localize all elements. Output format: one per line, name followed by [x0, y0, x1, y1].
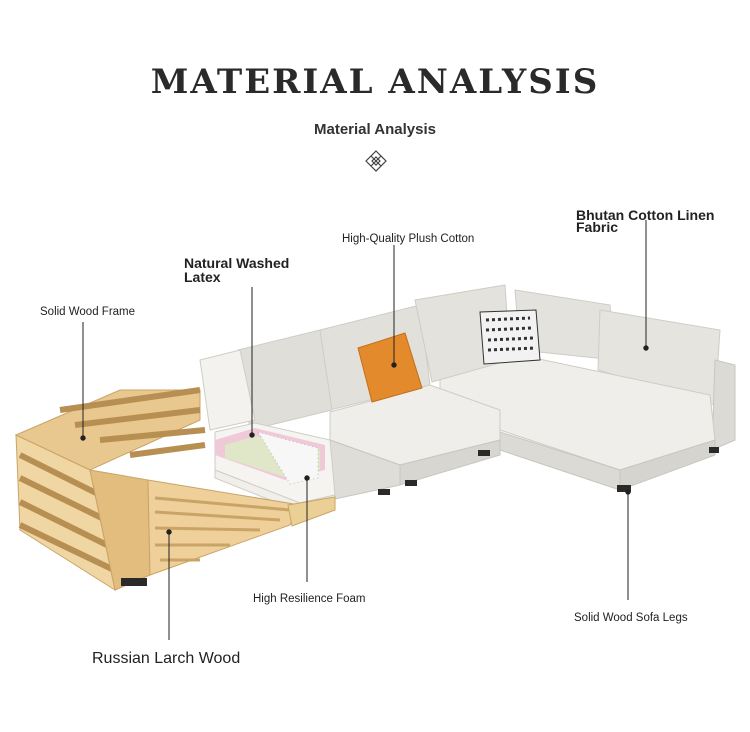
label-high-resilience-foam: High Resilience Foam — [253, 593, 366, 605]
label-sofa-legs: Solid Wood Sofa Legs — [574, 612, 688, 624]
label-natural-washed-latex-line2: Latex — [184, 269, 221, 285]
label-plush-cotton: High-Quality Plush Cotton — [342, 233, 475, 245]
leader-lines — [80, 220, 649, 640]
page-title: MATERIAL ANALYSIS — [150, 62, 600, 102]
wood-frame — [14, 387, 336, 592]
label-linen-fabric-line2: Fabric — [576, 219, 619, 235]
label-linen-fabric-line1: Bhutan Cotton Linen — [576, 207, 715, 223]
page-subtitle: Material Analysis — [314, 121, 436, 138]
label-natural-washed-latex-line1: Natural Washed — [184, 255, 290, 271]
houndstooth-pillow — [479, 309, 541, 365]
label-solid-wood-frame: Solid Wood Frame — [40, 306, 136, 318]
orange-pillow — [357, 332, 423, 403]
label-russian-larch-wood: Russian Larch Wood — [92, 650, 241, 667]
seat-cross-section — [199, 349, 336, 513]
diamond-ornament-icon — [365, 150, 387, 172]
chaise-section — [439, 289, 736, 492]
